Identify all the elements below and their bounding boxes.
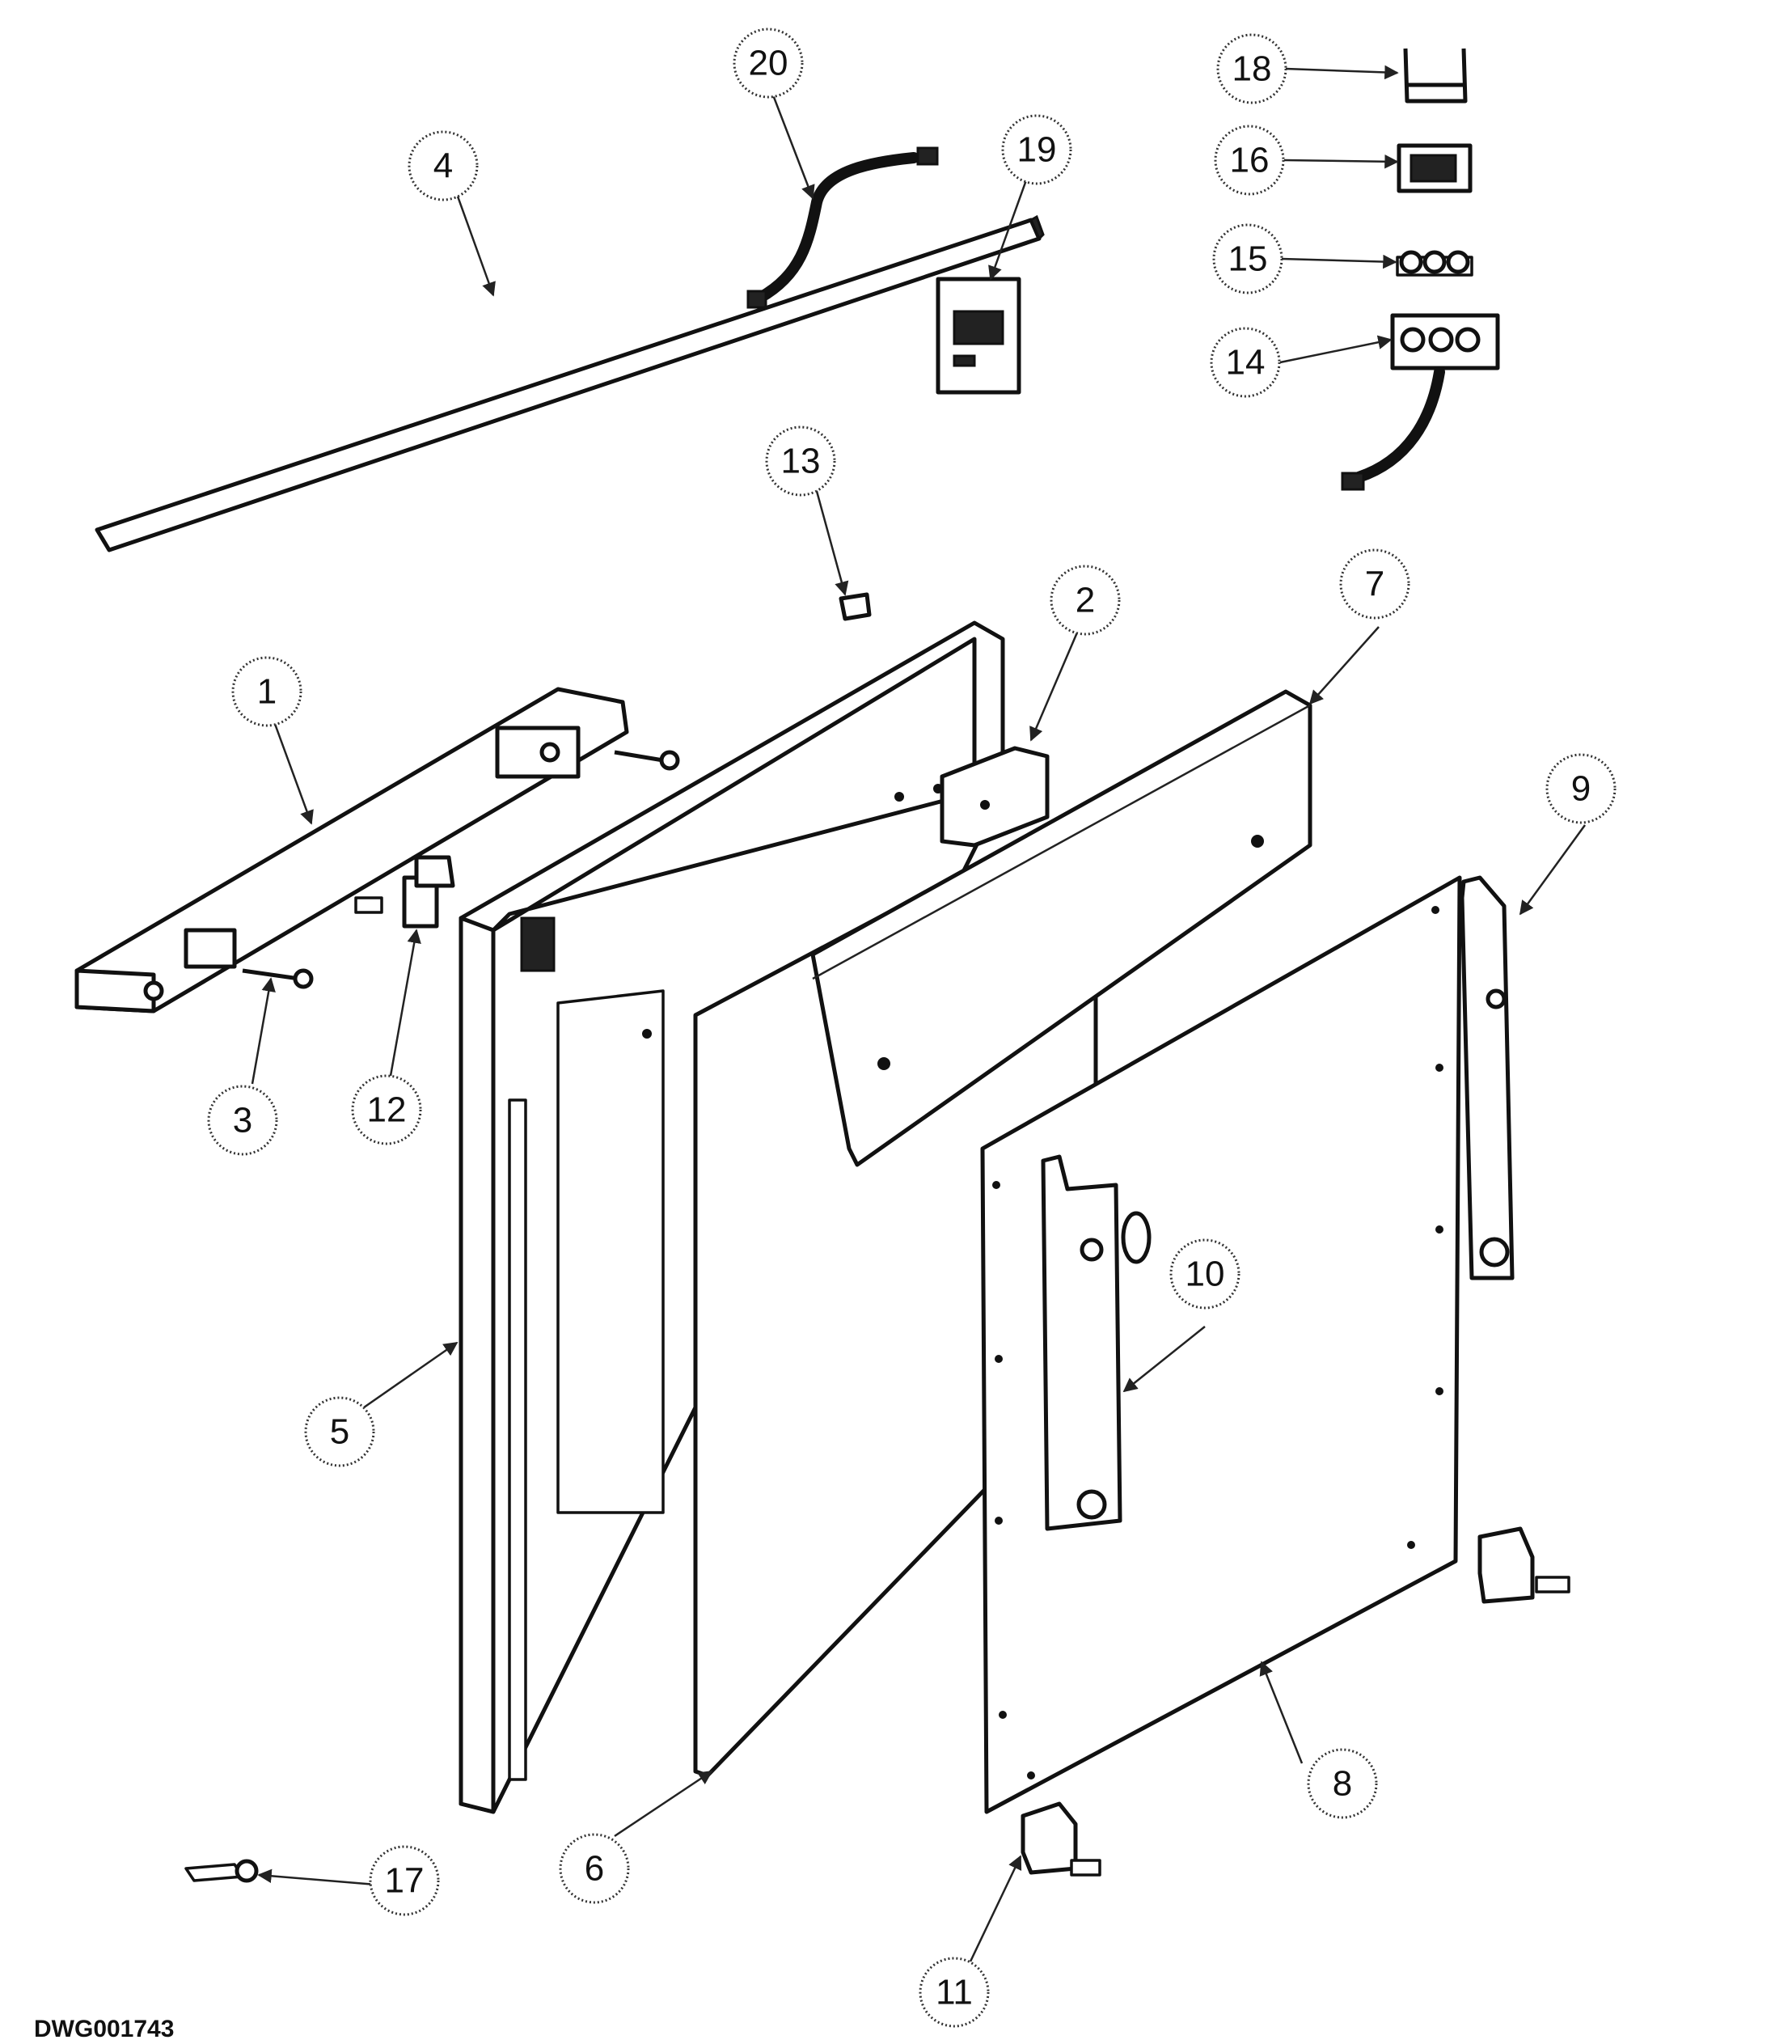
callout-label: 3 [233, 1101, 252, 1140]
callout-label: 16 [1230, 141, 1270, 180]
callout-5: 5 [304, 1396, 375, 1467]
part-door-handle-1 [74, 687, 629, 1014]
part-latch-12 [354, 855, 455, 929]
callout-label: 10 [1186, 1255, 1225, 1294]
callout-15: 15 [1212, 223, 1283, 294]
callout-1: 1 [231, 656, 302, 727]
part-spacer-2 [940, 746, 1050, 848]
callout-11: 11 [919, 1957, 990, 2028]
callout-2: 2 [1050, 565, 1121, 636]
part-clip-13 [839, 592, 872, 621]
part-hinge-cap-11 [1021, 1801, 1101, 1877]
callout-label: 11 [936, 1973, 973, 2012]
callout-label: 18 [1232, 49, 1272, 89]
callout-14: 14 [1210, 327, 1281, 398]
callout-label: 20 [749, 44, 788, 83]
callout-3: 3 [207, 1085, 278, 1156]
callout-4: 4 [408, 130, 479, 201]
callout-18: 18 [1216, 33, 1287, 104]
callout-7: 7 [1339, 548, 1410, 620]
callout-label: 14 [1226, 343, 1266, 383]
drawing-id: DWG001743 [34, 2016, 175, 2042]
callout-label: 19 [1017, 130, 1057, 170]
callout-label: 12 [367, 1090, 407, 1130]
callout-label: 5 [330, 1412, 349, 1452]
callout-label: 1 [257, 672, 277, 712]
callout-label: 13 [781, 442, 821, 481]
callout-label: 2 [1076, 581, 1095, 620]
callout-label: 4 [433, 146, 453, 186]
callout-label: 9 [1571, 769, 1591, 809]
leader-lines [251, 65, 1587, 1962]
part-inner-liner-8 [980, 875, 1462, 1814]
part-control-board-19 [936, 277, 1021, 395]
part-control-panel-14 [1341, 313, 1500, 491]
callout-12: 12 [351, 1074, 422, 1145]
part-screw-17 [184, 1859, 259, 1883]
part-trim-strip [95, 214, 1045, 552]
part-screws-3 [242, 750, 680, 989]
part-hinge-arm-9 [1460, 875, 1515, 1280]
part-knobs-15 [1396, 250, 1473, 277]
part-top-bracket-7 [810, 689, 1312, 1167]
callout-10: 10 [1169, 1238, 1240, 1310]
part-switch-module-16 [1397, 143, 1473, 193]
callout-8: 8 [1307, 1748, 1378, 1819]
callout-6: 6 [559, 1833, 630, 1904]
part-bracket-clip-18 [1403, 48, 1468, 104]
part-hinge-arm-10 [1041, 1154, 1152, 1531]
callout-13: 13 [765, 425, 836, 497]
callout-label: 7 [1365, 565, 1384, 604]
callout-label: 8 [1333, 1764, 1352, 1804]
part-wire-harness-20 [746, 146, 939, 309]
callout-20: 20 [733, 28, 804, 99]
callout-label: 17 [385, 1861, 425, 1901]
callout-9: 9 [1545, 753, 1617, 824]
callout-19: 19 [1001, 114, 1072, 185]
callout-16: 16 [1214, 125, 1285, 196]
callout-17: 17 [369, 1845, 440, 1916]
callout-label: 6 [585, 1849, 604, 1889]
callout-label: 15 [1228, 239, 1268, 279]
part-hinge-cap-right [1477, 1526, 1570, 1604]
